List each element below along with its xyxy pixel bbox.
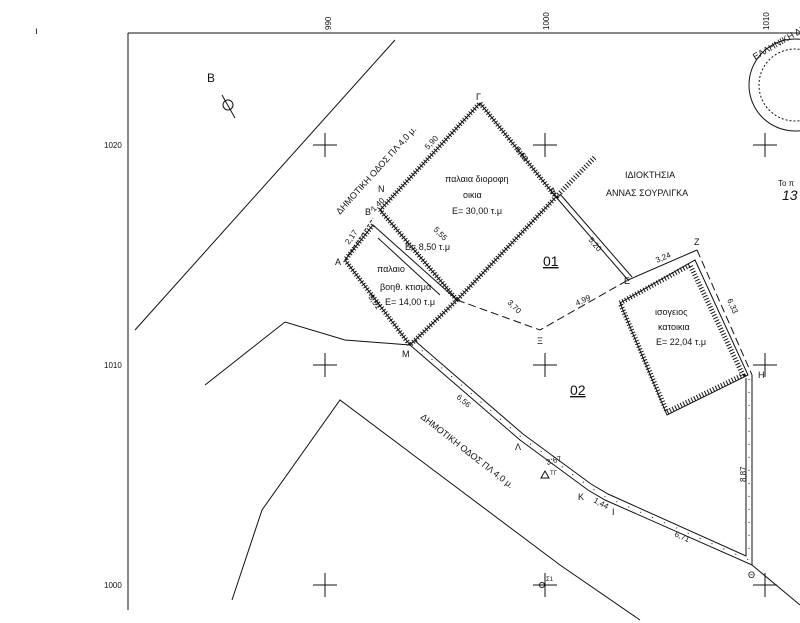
building-3-label: ισογειος κατοικια Ε= 22,04 τ.μ	[655, 307, 706, 347]
building-2-label: παλαιο βοηθ. κτισμα Ε= 14,00 τ.μ	[377, 264, 435, 307]
building-2-line1: παλαιο	[377, 264, 405, 274]
point-Z: Ζ	[694, 237, 700, 247]
grid-cross-icon	[313, 133, 337, 157]
dim-3-24: 3,24	[654, 250, 672, 265]
y-tick-1020: 1020	[104, 141, 122, 150]
point-N: Ν	[378, 184, 385, 194]
dim-6-33: 6,33	[725, 297, 740, 315]
dim-5-20: 5,20	[586, 236, 603, 254]
x-tick-1010: 1010	[762, 12, 771, 30]
point-L: Λ	[515, 442, 521, 452]
inner-line	[377, 237, 441, 296]
point-X: Ξ	[537, 336, 543, 346]
grid-x-labels: 990 1000 1010	[324, 12, 771, 30]
margin-note-number: 13	[782, 187, 798, 203]
building-1-line2: οικια	[463, 190, 482, 200]
grid-cross-icon	[533, 133, 557, 157]
x-tick-990: 990	[324, 16, 333, 30]
dim-5-51: 5,51	[366, 293, 383, 311]
point-G: Γ	[476, 92, 481, 102]
grid-cross-icon	[753, 133, 777, 157]
point-D: Δ	[550, 186, 556, 196]
dim-6-71: 6,71	[673, 530, 691, 545]
point-TH: Θ	[748, 570, 755, 580]
north-arrow-icon	[221, 94, 236, 119]
building-2-line2: βοηθ. κτισμα	[380, 282, 431, 292]
x-tick-1000: 1000	[542, 12, 551, 30]
trig-label: ΤΓ	[550, 471, 558, 477]
dim-1-40: 1,40	[369, 196, 387, 214]
station-point: Σ1	[539, 577, 554, 588]
point-H: Η	[758, 370, 765, 380]
margin-mark: ı	[35, 26, 38, 37]
road-upper-south-boundary	[204, 321, 411, 386]
ownership-owner: ΑΝΝΑΣ ΣΟΥΡΛΙΓΚΑ	[606, 188, 688, 198]
building-2-area: Ε= 14,00 τ.μ	[385, 297, 435, 307]
grid-cross-icon	[533, 353, 557, 377]
road-lower-boundary	[231, 399, 641, 621]
dim-3-67: 3,67	[545, 454, 563, 467]
y-tick-1000: 1000	[104, 581, 122, 590]
building-1-area: Ε= 30,00 τ.μ	[452, 206, 502, 216]
point-I: Ι	[612, 507, 615, 517]
building-3-line1: ισογειος	[655, 307, 688, 317]
north-label: Β	[207, 71, 215, 85]
point-B: Β'	[365, 207, 373, 217]
dim-5-55: 5,55	[432, 225, 450, 243]
building-1-line1: παλαια διοροφη	[445, 174, 509, 184]
building-3-line2: κατοικια	[658, 322, 690, 332]
building-1-label: παλαια διοροφη οικια Ε= 30,00 τ.μ	[445, 174, 509, 216]
grid-cross-icon	[313, 573, 337, 597]
station-label: Σ1	[546, 577, 554, 583]
grid-y-labels: 1020 1010 1000	[104, 141, 122, 590]
point-K: Κ	[578, 492, 584, 502]
dim-3-70: 3,70	[506, 298, 524, 316]
property-boundary	[409, 193, 753, 566]
dim-5-61: 5,61	[513, 146, 530, 164]
dim-6-56: 6,56	[455, 393, 473, 410]
trig-point: ΤΓ	[540, 469, 558, 479]
inner-area-label: Ε= 8,50 τ.μ	[405, 242, 450, 252]
dim-1-44: 1,44	[592, 496, 610, 512]
road-lower-extension	[751, 564, 800, 606]
y-tick-1010: 1010	[104, 361, 122, 370]
offset-line	[344, 217, 374, 261]
parcel-02: 02	[570, 382, 586, 398]
grid-cross-icon	[313, 353, 337, 377]
grid-cross-icon	[753, 353, 777, 377]
point-A: Α	[335, 257, 341, 267]
point-M: Μ	[402, 349, 410, 359]
point-E: Ε	[624, 276, 630, 286]
official-stamp: ΕΛΛΗΝΙΚΗ ΔΗΜ	[748, 19, 800, 132]
ownership-title: ΙΔΙΟΚΤΗΣΙΑ	[625, 170, 675, 180]
grid-cross-icon	[753, 573, 777, 597]
triangle-icon	[540, 469, 550, 479]
parcel-01: 01	[543, 253, 559, 269]
point-labels: Α Β' Ν Γ Δ Ε Ζ Η Θ Ι Κ Λ Μ Ξ	[335, 92, 765, 580]
dim-8-87: 8,87	[739, 466, 748, 482]
road-upper-boundary	[134, 39, 396, 331]
building-3-area: Ε= 22,04 τ.μ	[656, 337, 706, 347]
building-hatching	[617, 261, 747, 416]
margin-note-prefix: Το π	[778, 179, 795, 188]
extension-hatching	[554, 155, 597, 199]
